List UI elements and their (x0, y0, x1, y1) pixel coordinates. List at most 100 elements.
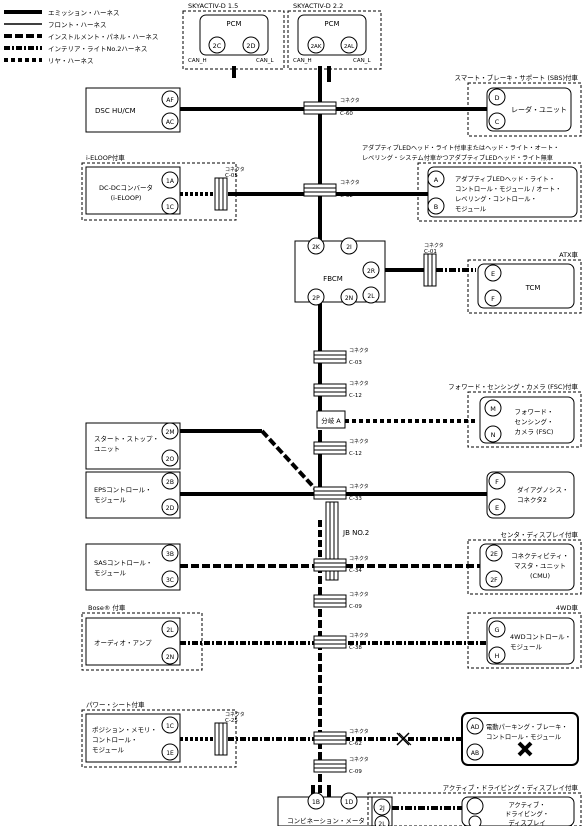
svg-text:コネクタ: コネクタ (349, 728, 369, 735)
tcm-pin-f (484, 289, 502, 307)
radar-label: レーダ・ユニット (511, 105, 567, 114)
cmu-box (479, 543, 575, 591)
legend-front: フロント・ハーネス (48, 21, 107, 29)
seat-label-3: モジュール (92, 746, 125, 754)
svg-text:C-09: C-09 (349, 769, 362, 775)
svg-text:2P: 2P (312, 295, 320, 302)
cmu-tag: センタ・ディスプレイ付車 (500, 530, 578, 539)
svg-text:C-34: C-34 (349, 568, 362, 574)
connector-c03: コネクタ C-03 (313, 347, 369, 366)
svg-text:F: F (495, 478, 499, 486)
svg-text:F: F (491, 295, 495, 303)
svg-text:2D: 2D (246, 42, 255, 50)
alh-label-1: アダプティブLEDヘッド・ライト・ (455, 174, 555, 183)
alh-box (427, 166, 578, 218)
meter-box (277, 796, 375, 826)
svg-text:コネクタ: コネクタ (424, 242, 444, 249)
svg-text:2K: 2K (312, 244, 321, 251)
svg-text:コネクタ: コネクタ (225, 166, 245, 173)
fsc-label-2: センシング・ (515, 417, 554, 426)
svg-text:C-12: C-12 (349, 393, 362, 399)
alh-tag-1: アダプティブLEDヘッド・ライト付車またはヘッド・ライト・オート・ (362, 144, 559, 152)
connector-c09-b: コネクタ C-09 (313, 756, 369, 775)
fbcm-pin-2p (307, 288, 325, 306)
svg-text:B: B (434, 203, 438, 211)
svg-text:2I: 2I (346, 244, 352, 251)
connector-c09-a: コネクタ C-09 (313, 591, 369, 610)
startstop-label-1: スタート・ストップ・ (94, 434, 159, 443)
connector-c62: コネクタ C-62 (313, 728, 369, 747)
seat-label-2: コントロール・ (92, 736, 138, 744)
radar-pin-d (488, 88, 506, 106)
fourwd-pin-g (488, 620, 506, 638)
fsc-label-1: フォワード・ (515, 408, 554, 416)
cmu-label-3: (CMU) (530, 572, 550, 580)
seat-label-1: ポジション・メモリ・ (92, 726, 157, 734)
seat-option-frame (81, 709, 237, 768)
diag-label-1: ダイアグノシス・ (517, 485, 569, 494)
fsc-pin-m (484, 399, 502, 417)
fourwd-label-1: 4WDコントロール・ (510, 633, 571, 641)
tcm-option-frame (467, 259, 582, 314)
startstop-pin-2o (161, 449, 179, 467)
svg-text:1A: 1A (166, 178, 175, 185)
svg-text:E: E (491, 270, 495, 278)
svg-text:2C: 2C (213, 42, 222, 50)
fbcm-label: FBCM (323, 275, 343, 283)
svg-text:N: N (491, 431, 496, 439)
adisp-pin-e (466, 797, 484, 815)
sas-label-1: SASコントロール・ (94, 559, 152, 567)
audio-pin-2n (161, 647, 179, 665)
cmu-label-1: コネクティビティ・ (511, 551, 569, 560)
eps-label-2: モジュール (94, 496, 127, 504)
connector-c01: コネクタ C-01 (423, 242, 444, 287)
legend-rear: リヤ・ハーネス (48, 57, 94, 65)
eps-pin-2d (161, 498, 179, 516)
svg-text:2L: 2L (367, 293, 375, 300)
cmu-option-frame (467, 539, 582, 595)
svg-text:AD: AD (471, 724, 480, 731)
fsc-tag: フォワード・センシング・カメラ (FSC)付車 (448, 382, 578, 391)
svg-text:C-33: C-33 (349, 496, 362, 502)
svg-text:D: D (494, 94, 499, 102)
tcm-box (477, 263, 575, 309)
diag-label-2: コネクタ2 (517, 495, 547, 504)
svg-text:AB: AB (471, 750, 479, 757)
fbcm-pin-2k (307, 237, 325, 255)
svg-text:C-09: C-09 (349, 604, 362, 610)
tcm-tag: ATX車 (559, 250, 578, 259)
pcm22-can-l: CAN_L (353, 58, 371, 64)
svg-text:C-60: C-60 (340, 111, 353, 117)
adisp-option-frame (367, 792, 582, 826)
audio-pin-2l (161, 620, 179, 638)
eps-pin-2b (161, 472, 179, 490)
dsc-pin-ac (161, 112, 179, 130)
svg-text:コネクタ: コネクタ (349, 591, 369, 598)
epb-box (461, 712, 579, 766)
radar-pin-c (488, 112, 506, 130)
pcm15-variant: SKYACTIV-D 1.5 (188, 2, 238, 10)
pcm22-option-frame (287, 10, 382, 70)
connector-c38: コネクタ C-38 (313, 632, 369, 651)
svg-text:コネクタ: コネクタ (349, 380, 369, 387)
svg-text:2L: 2L (166, 627, 174, 634)
meter-pin-1d (340, 792, 358, 810)
adisp-meter-pin-2j (373, 798, 391, 816)
alh-pin-b (427, 197, 445, 215)
svg-text:2R: 2R (367, 268, 375, 275)
svg-text:2D: 2D (166, 505, 175, 512)
cmu-label-2: マスタ・ユニット (514, 561, 566, 570)
svg-text:2O: 2O (166, 456, 175, 463)
pcm15-can-l: CAN_L (256, 58, 274, 64)
connector-c34: コネクタ C-34 (313, 555, 369, 574)
adisp-label-1: アクティブ・ (508, 800, 545, 809)
adisp-label-2: ドライビング・ (505, 809, 549, 818)
dsc-label: DSC HU/CM (95, 107, 136, 115)
alh-option-frame (417, 162, 582, 222)
seat-pin-1c (161, 716, 179, 734)
sas-pin-3c (161, 570, 179, 588)
legend-instrument: インストルメント・パネル・ハーネス (48, 33, 158, 41)
svg-text:C-05: C-05 (225, 173, 238, 179)
connector-c33: コネクタ C-33 (313, 483, 369, 502)
fourwd-pin-h (488, 646, 506, 664)
